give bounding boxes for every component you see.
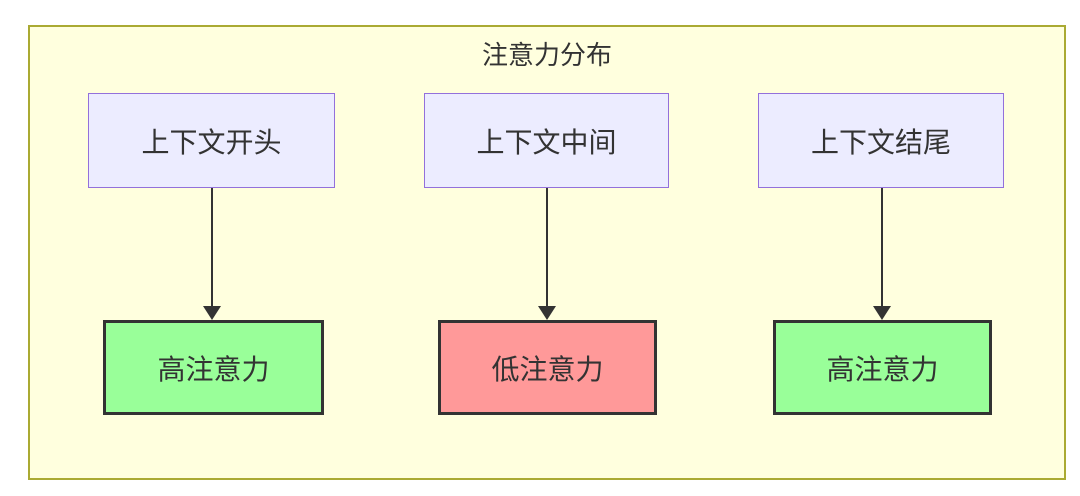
arrowhead-down-icon: [873, 306, 891, 320]
arrow-middle-to-low: [538, 188, 556, 320]
node-high-attention-end-label: 高注意力: [826, 353, 939, 385]
arrow-line: [546, 188, 548, 307]
arrow-line: [881, 188, 883, 307]
node-low-attention-middle: 低注意力: [438, 320, 657, 415]
arrowhead-down-icon: [203, 306, 221, 320]
arrowhead-down-icon: [538, 306, 556, 320]
node-low-attention-middle-label: 低注意力: [491, 353, 604, 385]
attention-distribution-subgraph: 注意力分布 上下文开头 上下文中间 上下文结尾 高注意力 低注意: [28, 25, 1066, 480]
arrow-line: [211, 188, 213, 307]
diagram-title: 注意力分布: [481, 40, 612, 70]
node-high-attention-end: 高注意力: [773, 320, 992, 415]
node-context-start: 上下文开头: [88, 93, 335, 188]
node-context-end-label: 上下文结尾: [810, 126, 951, 158]
node-high-attention-start: 高注意力: [103, 320, 324, 415]
arrow-end-to-high: [873, 188, 891, 320]
node-context-start-label: 上下文开头: [141, 126, 282, 158]
node-context-middle: 上下文中间: [424, 93, 669, 188]
node-context-middle-label: 上下文中间: [476, 126, 617, 158]
node-context-end: 上下文结尾: [758, 93, 1004, 188]
node-high-attention-start-label: 高注意力: [157, 353, 270, 385]
arrow-start-to-high: [203, 188, 221, 320]
